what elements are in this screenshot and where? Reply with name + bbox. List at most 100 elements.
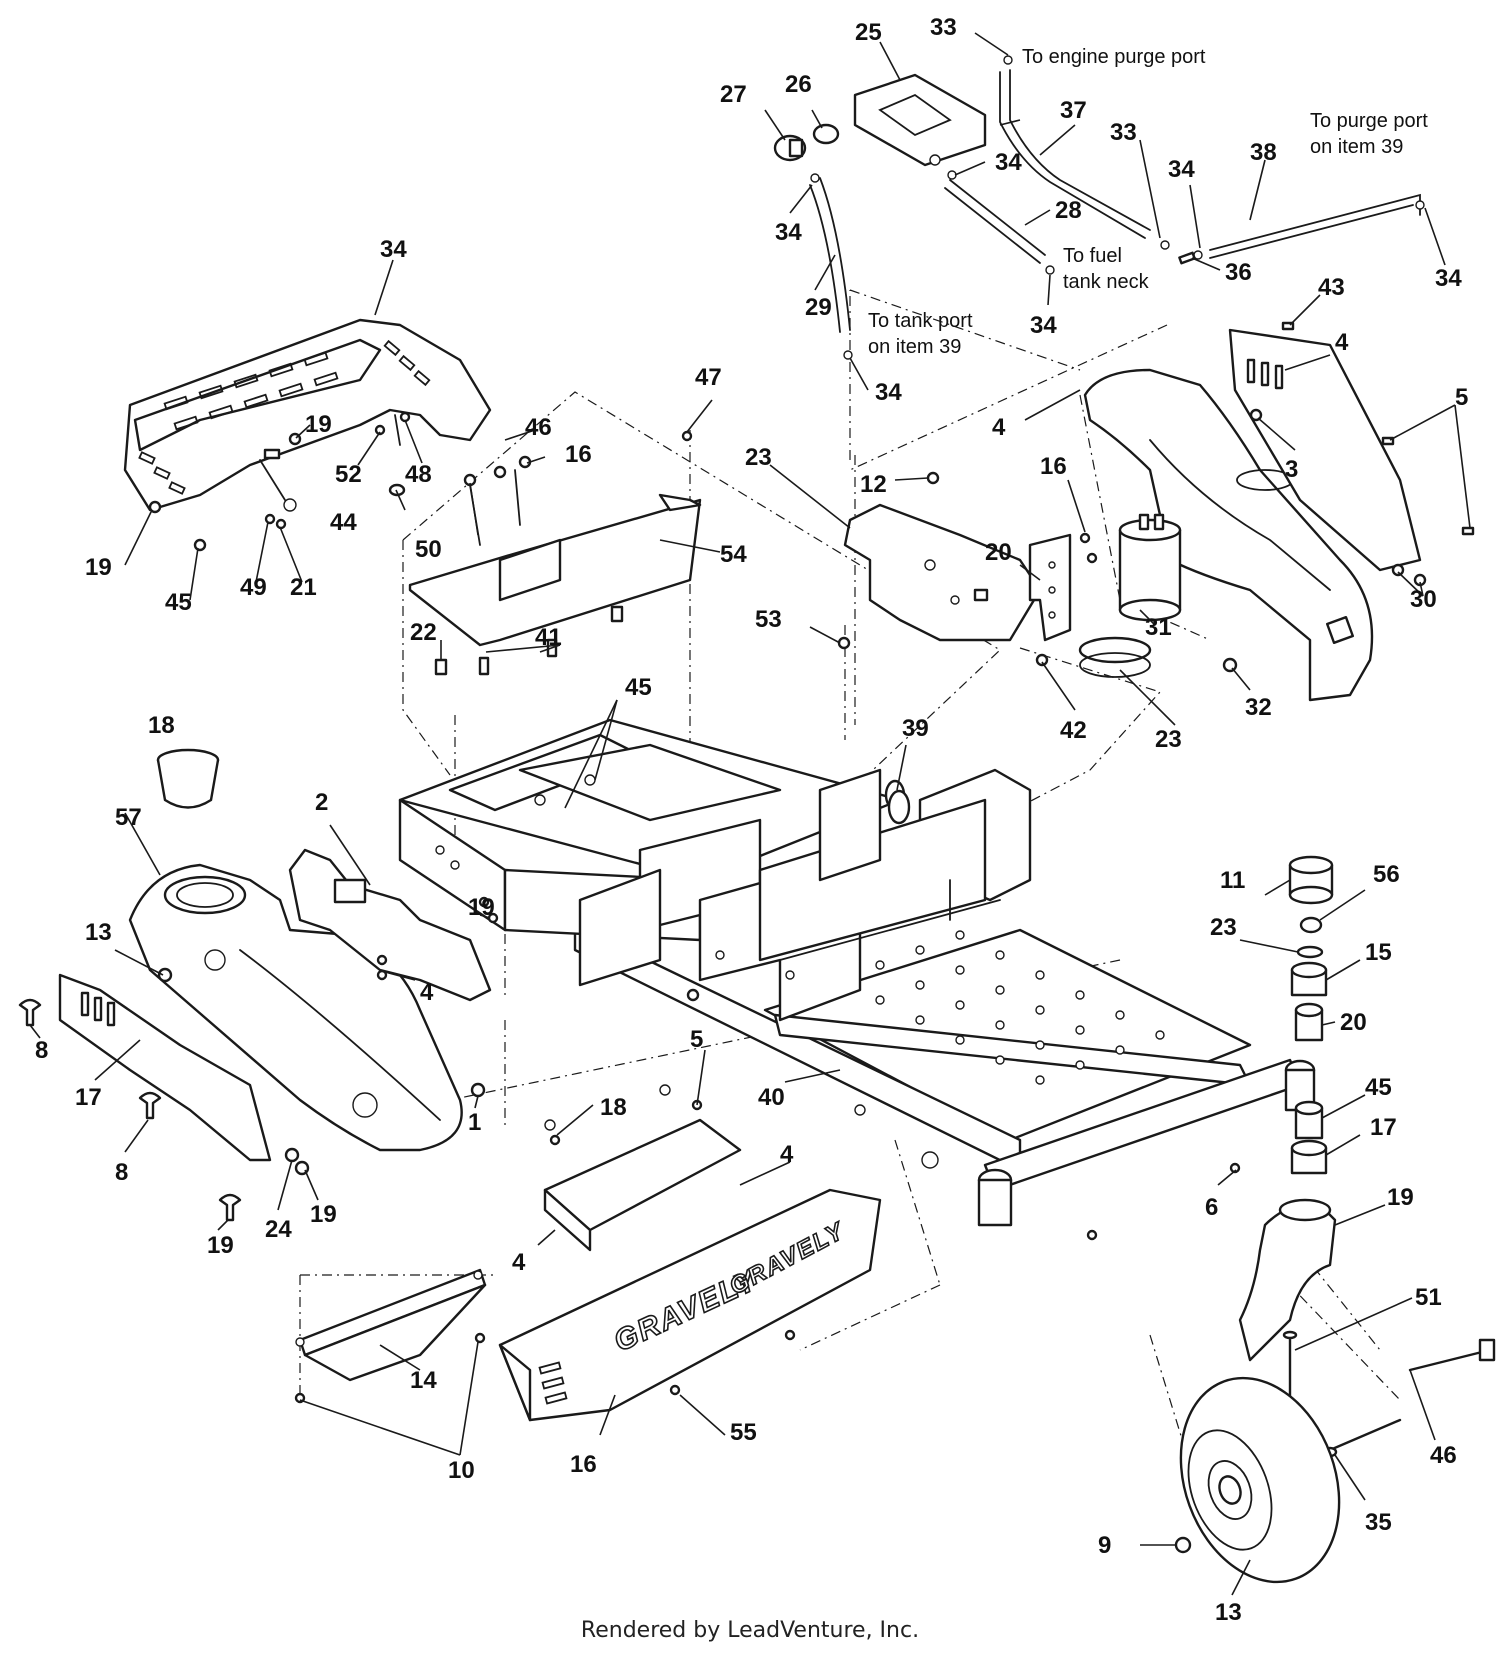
callout-47: 44 [330,509,357,536]
callout-18: 32 [1245,694,1272,721]
callout-54: 50 [415,536,442,563]
front-cover: GRAVELY GRAVELY [498,1188,882,1422]
callout-16: 46 [525,414,552,441]
callout-46: 55 [730,1419,757,1446]
floor-holes [835,930,1165,1085]
step-plate [543,1084,742,1252]
callout-34: 34 [1435,265,1462,292]
right-fender [1083,368,1374,702]
callout-4: 8 [115,1159,128,1186]
callout-26: 26 [785,71,812,98]
hose-clamps [810,55,1425,360]
callout-49: 45 [165,589,192,616]
callout-43: 34 [380,236,407,263]
callout-8: 17 [1370,1114,1397,1141]
vapor-separator [853,73,987,167]
bracket-31 [1028,533,1072,642]
main-frame [398,718,1316,1227]
callout-46: 19 [305,411,332,438]
note-fuel-tank-line2: tank neck [1063,271,1150,293]
callout-20: 4 [420,979,434,1006]
seat-plate [408,493,702,647]
callout-4: 19 [207,1232,234,1259]
callout-4: 8 [35,1037,48,1064]
callout-15: 23 [1210,914,1237,941]
callout-7: 13 [1215,1599,1242,1626]
callout-32: 23 [1155,726,1182,753]
fuel-cap-ring [156,748,220,809]
note-tank-port-line1: To tank port [868,310,973,332]
fuel-cap [773,123,840,162]
callout-56: 11 [1220,867,1245,894]
callout-5: 4 [1335,329,1349,356]
callout-19: 30 [1410,586,1437,613]
callout-34: 34 [1030,312,1057,339]
callout-44: 48 [405,461,432,488]
callout-57: 39 [902,715,929,742]
callout-34: 34 [875,379,902,406]
callout-33: 33 [1110,119,1137,146]
callout-3: 4 [992,414,1006,441]
callout-34: 34 [995,149,1022,176]
callout-4: 5 [1455,384,1468,411]
callout-27: 27 [720,81,747,108]
callout-39: 18 [148,712,175,739]
footer-credit: Rendered by LeadVenture, Inc. [580,1618,920,1643]
callout-19: 19 [310,1201,337,1228]
callout-25: 25 [855,19,882,46]
callout-42: 45 [625,674,652,701]
callout-29: 29 [805,294,832,321]
callout-2: 57 [115,804,142,831]
callout-36: 36 [1225,259,1252,286]
callout-22: 53 [755,606,782,633]
callout-48: 52 [335,461,362,488]
charcoal-canister [1118,513,1182,622]
callout-38: 38 [1250,139,1277,166]
callout-6: 19 [1387,1184,1414,1211]
rear-guard [123,318,492,512]
callout-16: 10 [448,1457,475,1484]
note-engine-purge: To engine purge port [1022,46,1206,68]
note-purge-port-line1: To purge port [1310,110,1428,132]
callout-41: 22 [410,619,437,646]
routing-notes: To engine purge port To purge port on it… [868,46,1428,358]
callout-23: 42 [1060,717,1087,744]
callout-35: 16 [570,1451,597,1478]
callout-14: 51 [1415,1284,1442,1311]
callout-13: 56 [1373,861,1400,888]
callout-37: 37 [1060,97,1087,124]
leader-lines [29,32,1471,1596]
callout-16: 12 [860,471,887,498]
hardware [18,321,1475,1404]
callout-19: 13 [85,919,112,946]
callout-31: 20 [985,539,1012,566]
callout-28: 28 [1055,197,1082,224]
callout-45: 19 [85,554,112,581]
callout-21: 49 [240,574,267,601]
note-tank-port-line2: on item 39 [868,336,961,358]
callout-45: 18 [600,1094,627,1121]
callout-30: 31 [1145,614,1172,641]
callout-5: 17 [75,1084,102,1111]
callout-10: 46 [1430,1442,1457,1469]
callout-45: 41 [535,624,562,651]
callout-20: 16 [1040,453,1067,480]
callout-18: 1 [468,1109,481,1136]
left-fender-tank [128,863,463,1152]
clamp-32 [1078,636,1152,678]
vent-slots [138,339,431,495]
callout-40: 5 [690,1026,703,1053]
callout-numbers: 25 33 27 26 37 33 34 34 38 34 28 36 34 3… [35,14,1468,1626]
callout-23: 19 [468,894,495,921]
callout-51: 4 [512,1249,526,1276]
callout-4: 43 [1318,274,1345,301]
callout-8: 15 [1365,939,1392,966]
callout-1: 40 [758,1084,785,1111]
callout-53: 54 [720,541,747,568]
callout-23: 47 [695,364,722,391]
heat-shield [288,848,492,1002]
callout-13: 9 [1098,1532,1111,1559]
callout-19: 3 [1285,456,1298,483]
callout-34: 34 [1168,156,1195,183]
